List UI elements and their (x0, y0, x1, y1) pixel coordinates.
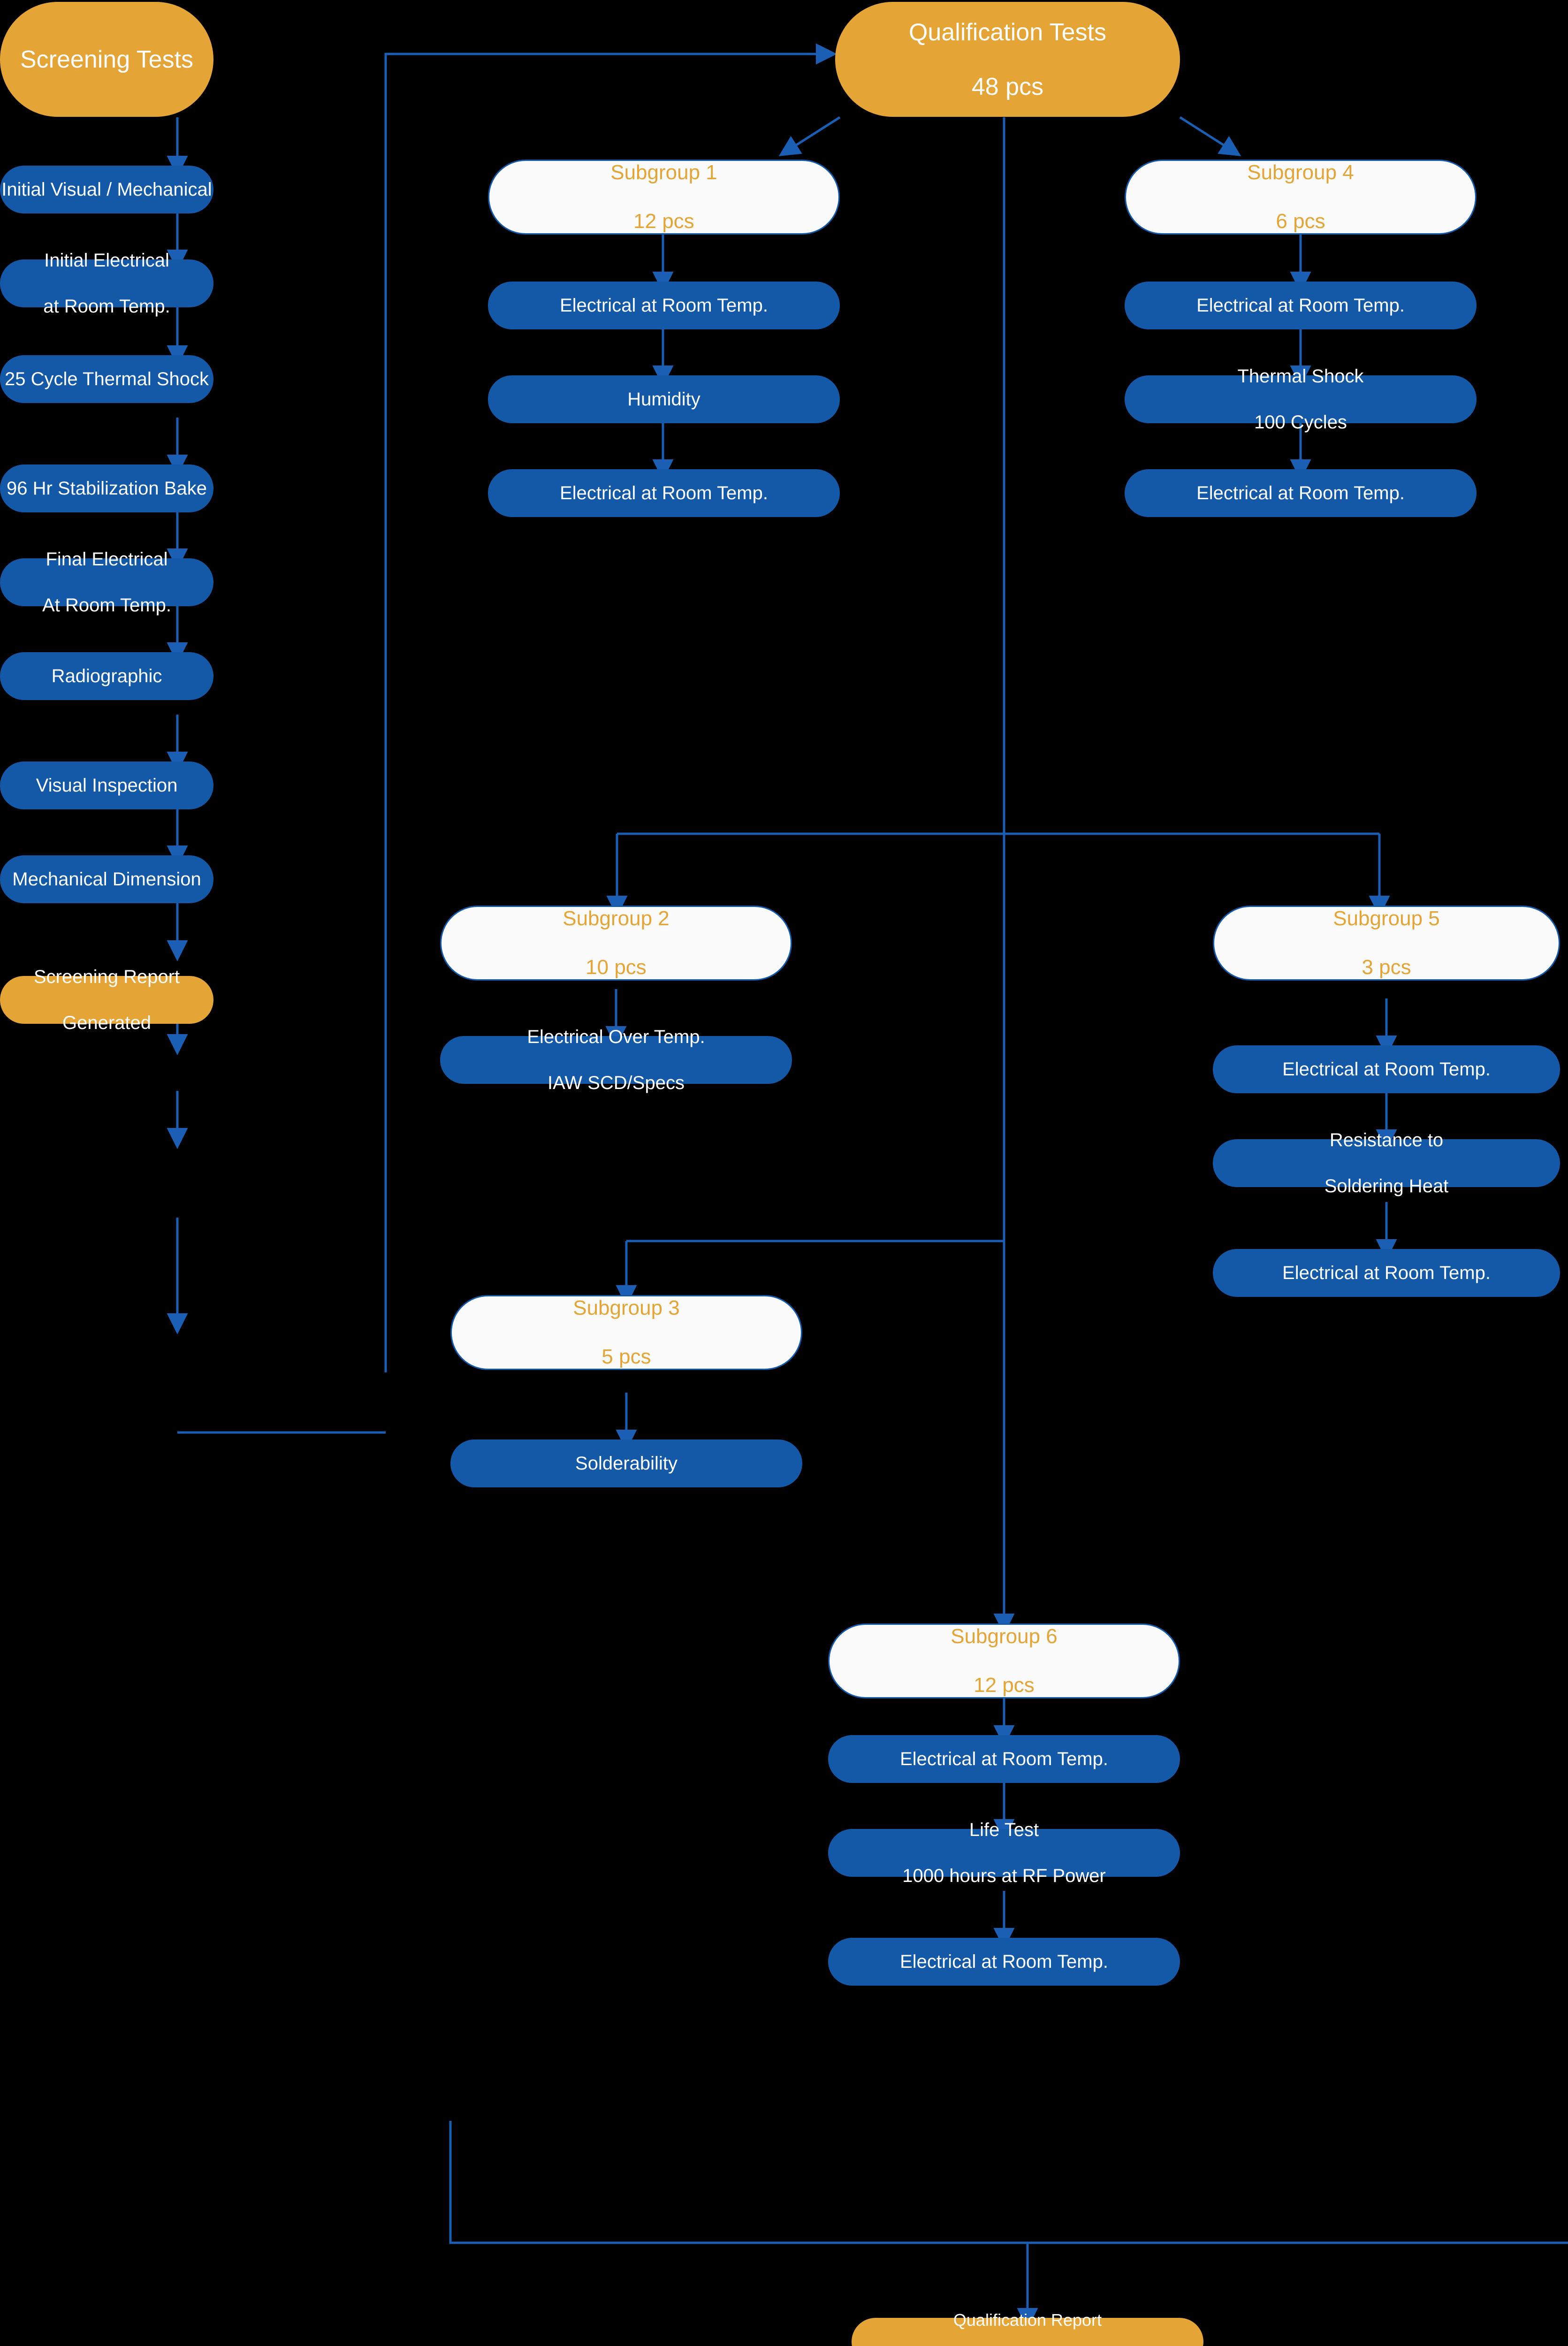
qualification-header[interactable]: Qualification Tests 48 pcs (835, 2, 1180, 117)
screening-report-node[interactable]: Screening Report Generated (0, 967, 213, 1033)
subgroup-5-step-2[interactable]: Resistance to Soldering Heat (1213, 1130, 1560, 1196)
subgroup-qty: 3 pcs (1362, 956, 1411, 979)
step-label-line2: At Room Temp. (42, 595, 171, 616)
subgroup-name: Subgroup 2 (563, 907, 670, 930)
subgroup-qty: 12 pcs (974, 1674, 1035, 1697)
subgroup-name: Subgroup 4 (1247, 161, 1354, 184)
subgroup-qty: 5 pcs (601, 1345, 651, 1368)
step-label: Electrical at Room Temp. (1282, 1263, 1491, 1283)
step-label: Mechanical Dimension (12, 869, 201, 890)
step-label: Solderability (575, 1453, 677, 1474)
qualification-report-node[interactable]: Qualification Report Generated (852, 2310, 1203, 2346)
subgroup-name: Subgroup 1 (610, 161, 717, 184)
report-label-line2: Generated (62, 1013, 152, 1033)
screening-step-radiographic[interactable]: Radiographic (0, 652, 213, 700)
screening-header-label: Screening Tests (20, 46, 194, 73)
subgroup-qty: 6 pcs (1276, 210, 1325, 233)
step-label: Electrical at Room Temp. (1196, 295, 1405, 316)
step-label-line1: Resistance to (1329, 1130, 1444, 1150)
qualification-header-line2: 48 pcs (971, 73, 1044, 100)
screening-step-96hr-stabilization-bake[interactable]: 96 Hr Stabilization Bake (0, 465, 213, 512)
screening-step-mechanical-dimension[interactable]: Mechanical Dimension (0, 855, 213, 903)
step-label: Electrical at Room Temp. (560, 483, 768, 503)
step-label: Radiographic (51, 666, 162, 686)
subgroup-5-node[interactable]: Subgroup 5 3 pcs (1213, 906, 1560, 981)
subgroup-4-step-1[interactable]: Electrical at Room Temp. (1125, 282, 1477, 329)
subgroup-5-step-1[interactable]: Electrical at Room Temp. (1213, 1045, 1560, 1093)
step-label-line1: Initial Electrical (44, 250, 169, 271)
step-label: Initial Visual / Mechanical (1, 179, 212, 200)
subgroup-1-node[interactable]: Subgroup 1 12 pcs (488, 160, 840, 235)
subgroup-6-node[interactable]: Subgroup 6 12 pcs (828, 1623, 1180, 1699)
screening-step-initial-visual-mechanical[interactable]: Initial Visual / Mechanical (0, 166, 213, 213)
screening-step-25-cycle-thermal-shock[interactable]: 25 Cycle Thermal Shock (0, 355, 213, 403)
screening-step-visual-inspection[interactable]: Visual Inspection (0, 762, 213, 809)
subgroup-1-step-1[interactable]: Electrical at Room Temp. (488, 282, 840, 329)
subgroup-1-step-2[interactable]: Humidity (488, 375, 840, 423)
subgroup-2-step-1[interactable]: Electrical Over Temp. IAW SCD/Specs (440, 1027, 792, 1093)
subgroup-6-step-2[interactable]: Life Test 1000 hours at RF Power (828, 1820, 1180, 1886)
step-label-line2: 1000 hours at RF Power (902, 1866, 1106, 1886)
step-label-line2: at Room Temp. (43, 296, 170, 317)
subgroup-name: Subgroup 5 (1333, 907, 1440, 930)
subgroup-4-step-3[interactable]: Electrical at Room Temp. (1125, 469, 1477, 517)
qualification-header-line1: Qualification Tests (908, 18, 1107, 46)
subgroup-name: Subgroup 6 (951, 1625, 1058, 1648)
subgroup-5-step-3[interactable]: Electrical at Room Temp. (1213, 1249, 1560, 1297)
step-label: Electrical at Room Temp. (560, 295, 768, 316)
step-label-line2: 100 Cycles (1254, 412, 1347, 433)
step-label: Humidity (627, 389, 700, 410)
subgroup-qty: 12 pcs (633, 210, 694, 233)
step-label: 25 Cycle Thermal Shock (5, 369, 209, 389)
subgroup-qty: 10 pcs (586, 956, 647, 979)
step-label-line1: Life Test (969, 1820, 1039, 1840)
step-label: 96 Hr Stabilization Bake (7, 478, 207, 499)
subgroup-3-step-1[interactable]: Solderability (450, 1440, 802, 1487)
step-label-line1: Electrical Over Temp. (527, 1027, 705, 1047)
step-label: Electrical at Room Temp. (900, 1951, 1108, 1972)
subgroup-3-node[interactable]: Subgroup 3 5 pcs (450, 1295, 802, 1370)
screening-header[interactable]: Screening Tests (0, 2, 213, 117)
subgroup-2-node[interactable]: Subgroup 2 10 pcs (440, 906, 792, 981)
subgroup-6-step-1[interactable]: Electrical at Room Temp. (828, 1735, 1180, 1783)
report-label-line1: Screening Report (33, 967, 180, 987)
step-label-line1: Thermal Shock (1237, 366, 1364, 387)
step-label-line1: Final Electrical (46, 549, 168, 570)
step-label-line2: IAW SCD/Specs (548, 1073, 685, 1093)
subgroup-4-step-2[interactable]: Thermal Shock 100 Cycles (1125, 366, 1477, 433)
step-label: Visual Inspection (36, 775, 178, 796)
subgroup-1-step-3[interactable]: Electrical at Room Temp. (488, 469, 840, 517)
subgroup-name: Subgroup 3 (573, 1296, 680, 1319)
step-label: Electrical at Room Temp. (1282, 1059, 1491, 1080)
step-label-line2: Soldering Heat (1324, 1176, 1449, 1196)
subgroup-4-node[interactable]: Subgroup 4 6 pcs (1125, 160, 1477, 235)
report-label-line1: Qualification Report (953, 2310, 1102, 2330)
step-label: Electrical at Room Temp. (900, 1749, 1108, 1769)
subgroup-6-step-3[interactable]: Electrical at Room Temp. (828, 1938, 1180, 1986)
screening-step-final-electrical[interactable]: Final Electrical At Room Temp. (0, 549, 213, 616)
step-label: Electrical at Room Temp. (1196, 483, 1405, 503)
screening-step-initial-electrical[interactable]: Initial Electrical at Room Temp. (0, 250, 213, 317)
